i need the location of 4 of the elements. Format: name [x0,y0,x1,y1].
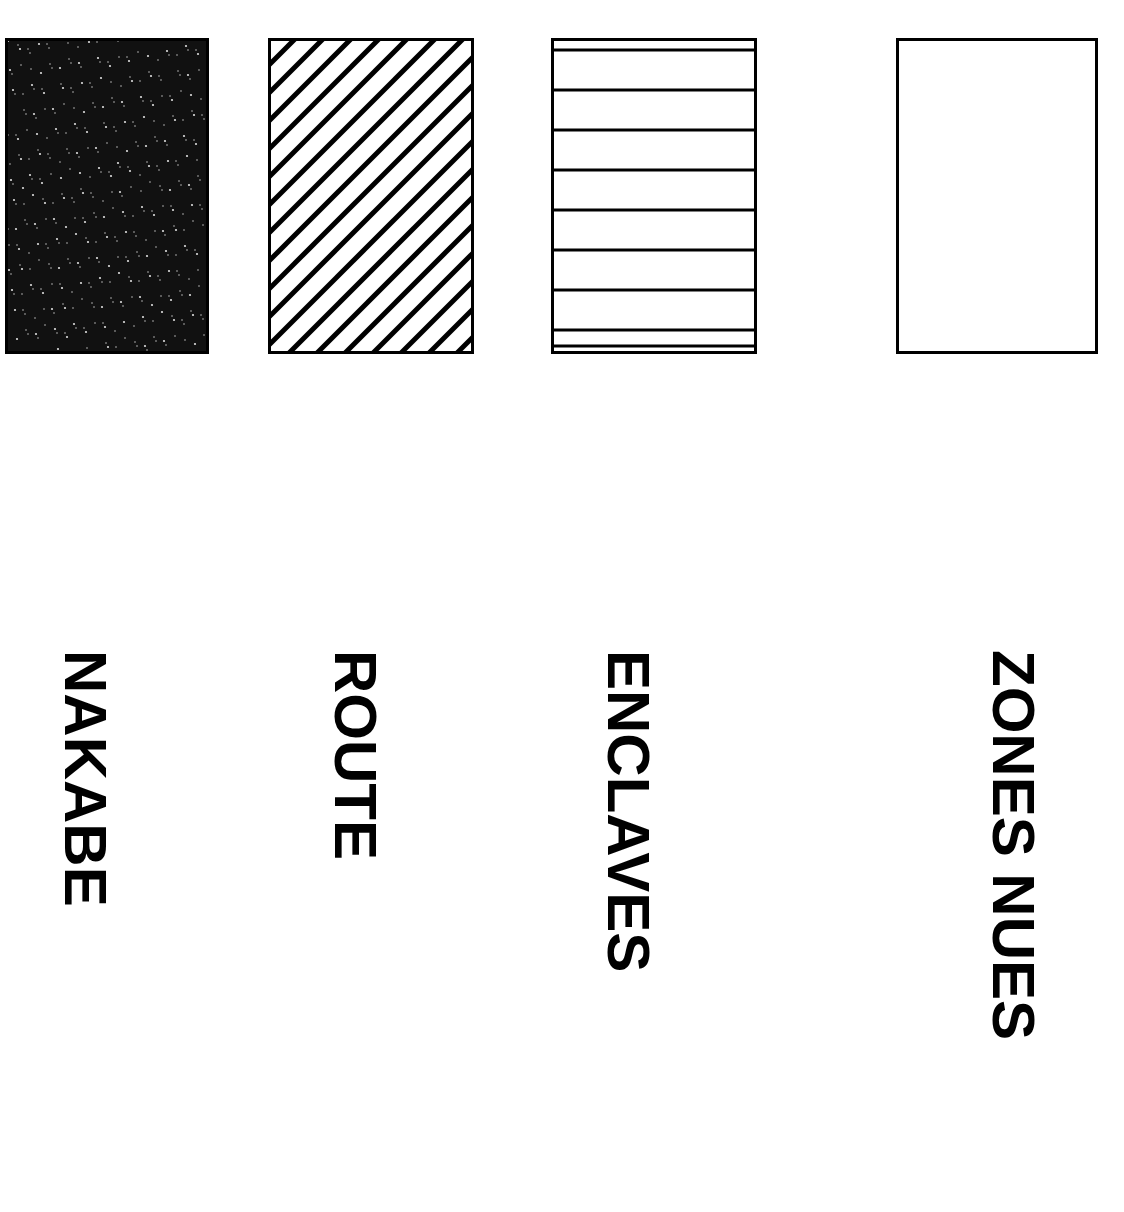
legend-label: ZONES NUES [983,650,1043,1041]
legend-label: ROUTE [325,650,385,860]
legend-label: NAKABE [55,650,115,907]
legend-label: ENCLAVES [598,650,658,973]
